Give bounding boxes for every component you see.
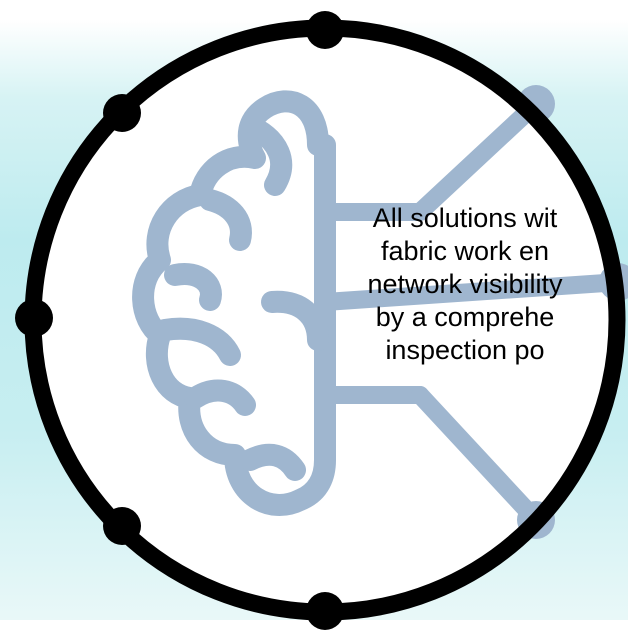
caption-line: network visibility: [367, 269, 563, 299]
ring-marker-icon: [306, 11, 344, 49]
ring-marker-icon: [103, 507, 141, 545]
ring-marker-icon: [15, 299, 53, 337]
caption-line: All solutions wit: [372, 203, 558, 233]
caption-line: inspection po: [385, 335, 545, 365]
ring-marker-icon: [103, 94, 141, 132]
caption-line: by a comprehe: [375, 302, 555, 332]
caption-text: All solutions wit fabric work en network…: [315, 202, 615, 367]
circuit-lines: [316, 95, 628, 529]
brain-icon: [132, 90, 336, 516]
caption-line: fabric work en: [380, 236, 550, 266]
ring-marker-icon: [306, 592, 344, 630]
